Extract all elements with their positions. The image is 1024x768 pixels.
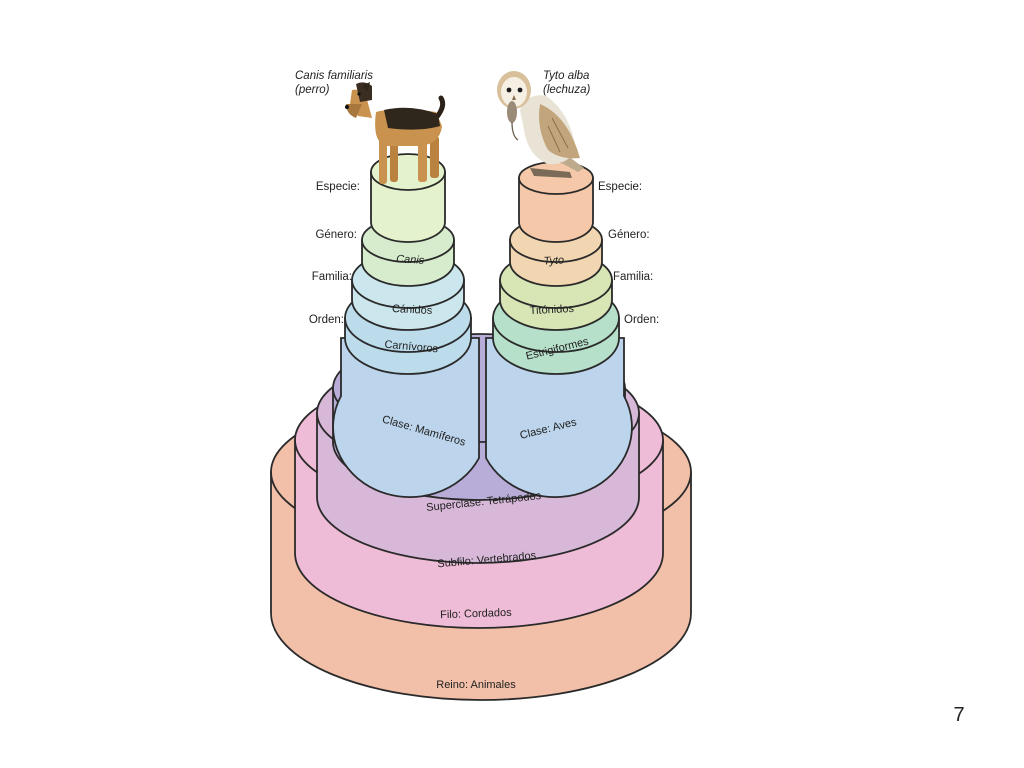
taxon-filo: Filo: Cordados <box>440 607 512 622</box>
dog-rank-familia: Familia: <box>312 271 352 283</box>
page-number: 7 <box>953 704 965 726</box>
owl-stack <box>492 161 620 375</box>
owl-rank-especie: Especie: <box>598 181 642 193</box>
dog-illustration <box>345 82 446 184</box>
dog-especie-body <box>370 171 446 243</box>
owl-taxon-familia: Titónidos <box>529 303 574 317</box>
owl-clase-cylinder <box>485 337 633 499</box>
owl-taxon-genero: Tyto <box>543 254 564 267</box>
dog-rank-especie: Especie: <box>316 181 360 193</box>
dog-stack <box>344 153 472 375</box>
taxon-reino: Reino: Animales <box>436 679 516 691</box>
owl-clase-body <box>485 337 633 499</box>
dog-species-name: Canis familiaris <box>295 70 373 82</box>
dog-taxon-genero: Canis <box>396 253 425 266</box>
dog-common-name: (perro) <box>295 84 330 96</box>
dog-clase-cylinder <box>332 337 480 499</box>
owl-rank-genero: Género: <box>608 229 650 241</box>
dog-taxon-familia: Cánidos <box>392 303 433 317</box>
dog-clase-body <box>332 337 480 499</box>
dog-rank-orden: Orden: <box>309 314 344 326</box>
owl-especie-body <box>518 177 594 243</box>
owl-rank-familia: Familia: <box>613 271 653 283</box>
owl-common-name: (lechuza) <box>543 84 590 96</box>
owl-illustration <box>497 71 584 178</box>
dog-taxon-orden: Carnívoros <box>384 339 439 356</box>
owl-rank-orden: Orden: <box>624 314 659 326</box>
owl-species-name: Tyto alba <box>543 70 589 82</box>
dog-rank-genero: Género: <box>315 229 357 241</box>
